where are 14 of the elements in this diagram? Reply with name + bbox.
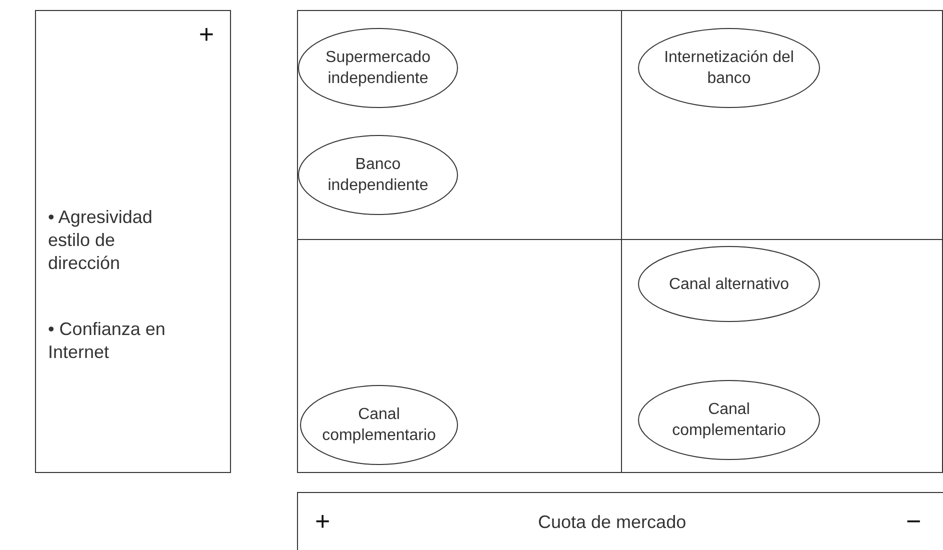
- bullet-item: • Agresividad estilo de dirección: [48, 206, 154, 275]
- oval-label: Canal complementario: [671, 400, 787, 441]
- oval-label: Internetización del banco: [663, 48, 795, 89]
- plus-sign: +: [198, 21, 214, 47]
- axis-label: Cuota de mercado: [538, 511, 686, 533]
- oval-label: Banco independiente: [326, 155, 430, 196]
- axis-bar: [297, 492, 943, 550]
- minus-sign: −: [906, 508, 922, 534]
- factor-panel: [35, 10, 231, 473]
- bullet-item: • Confianza en Internet: [48, 318, 166, 364]
- plus-sign: +: [315, 508, 330, 534]
- oval-label: Supermercado independiente: [324, 48, 432, 89]
- oval-label: Canal alternativo: [668, 274, 790, 294]
- oval-label: Canal complementario: [321, 405, 437, 446]
